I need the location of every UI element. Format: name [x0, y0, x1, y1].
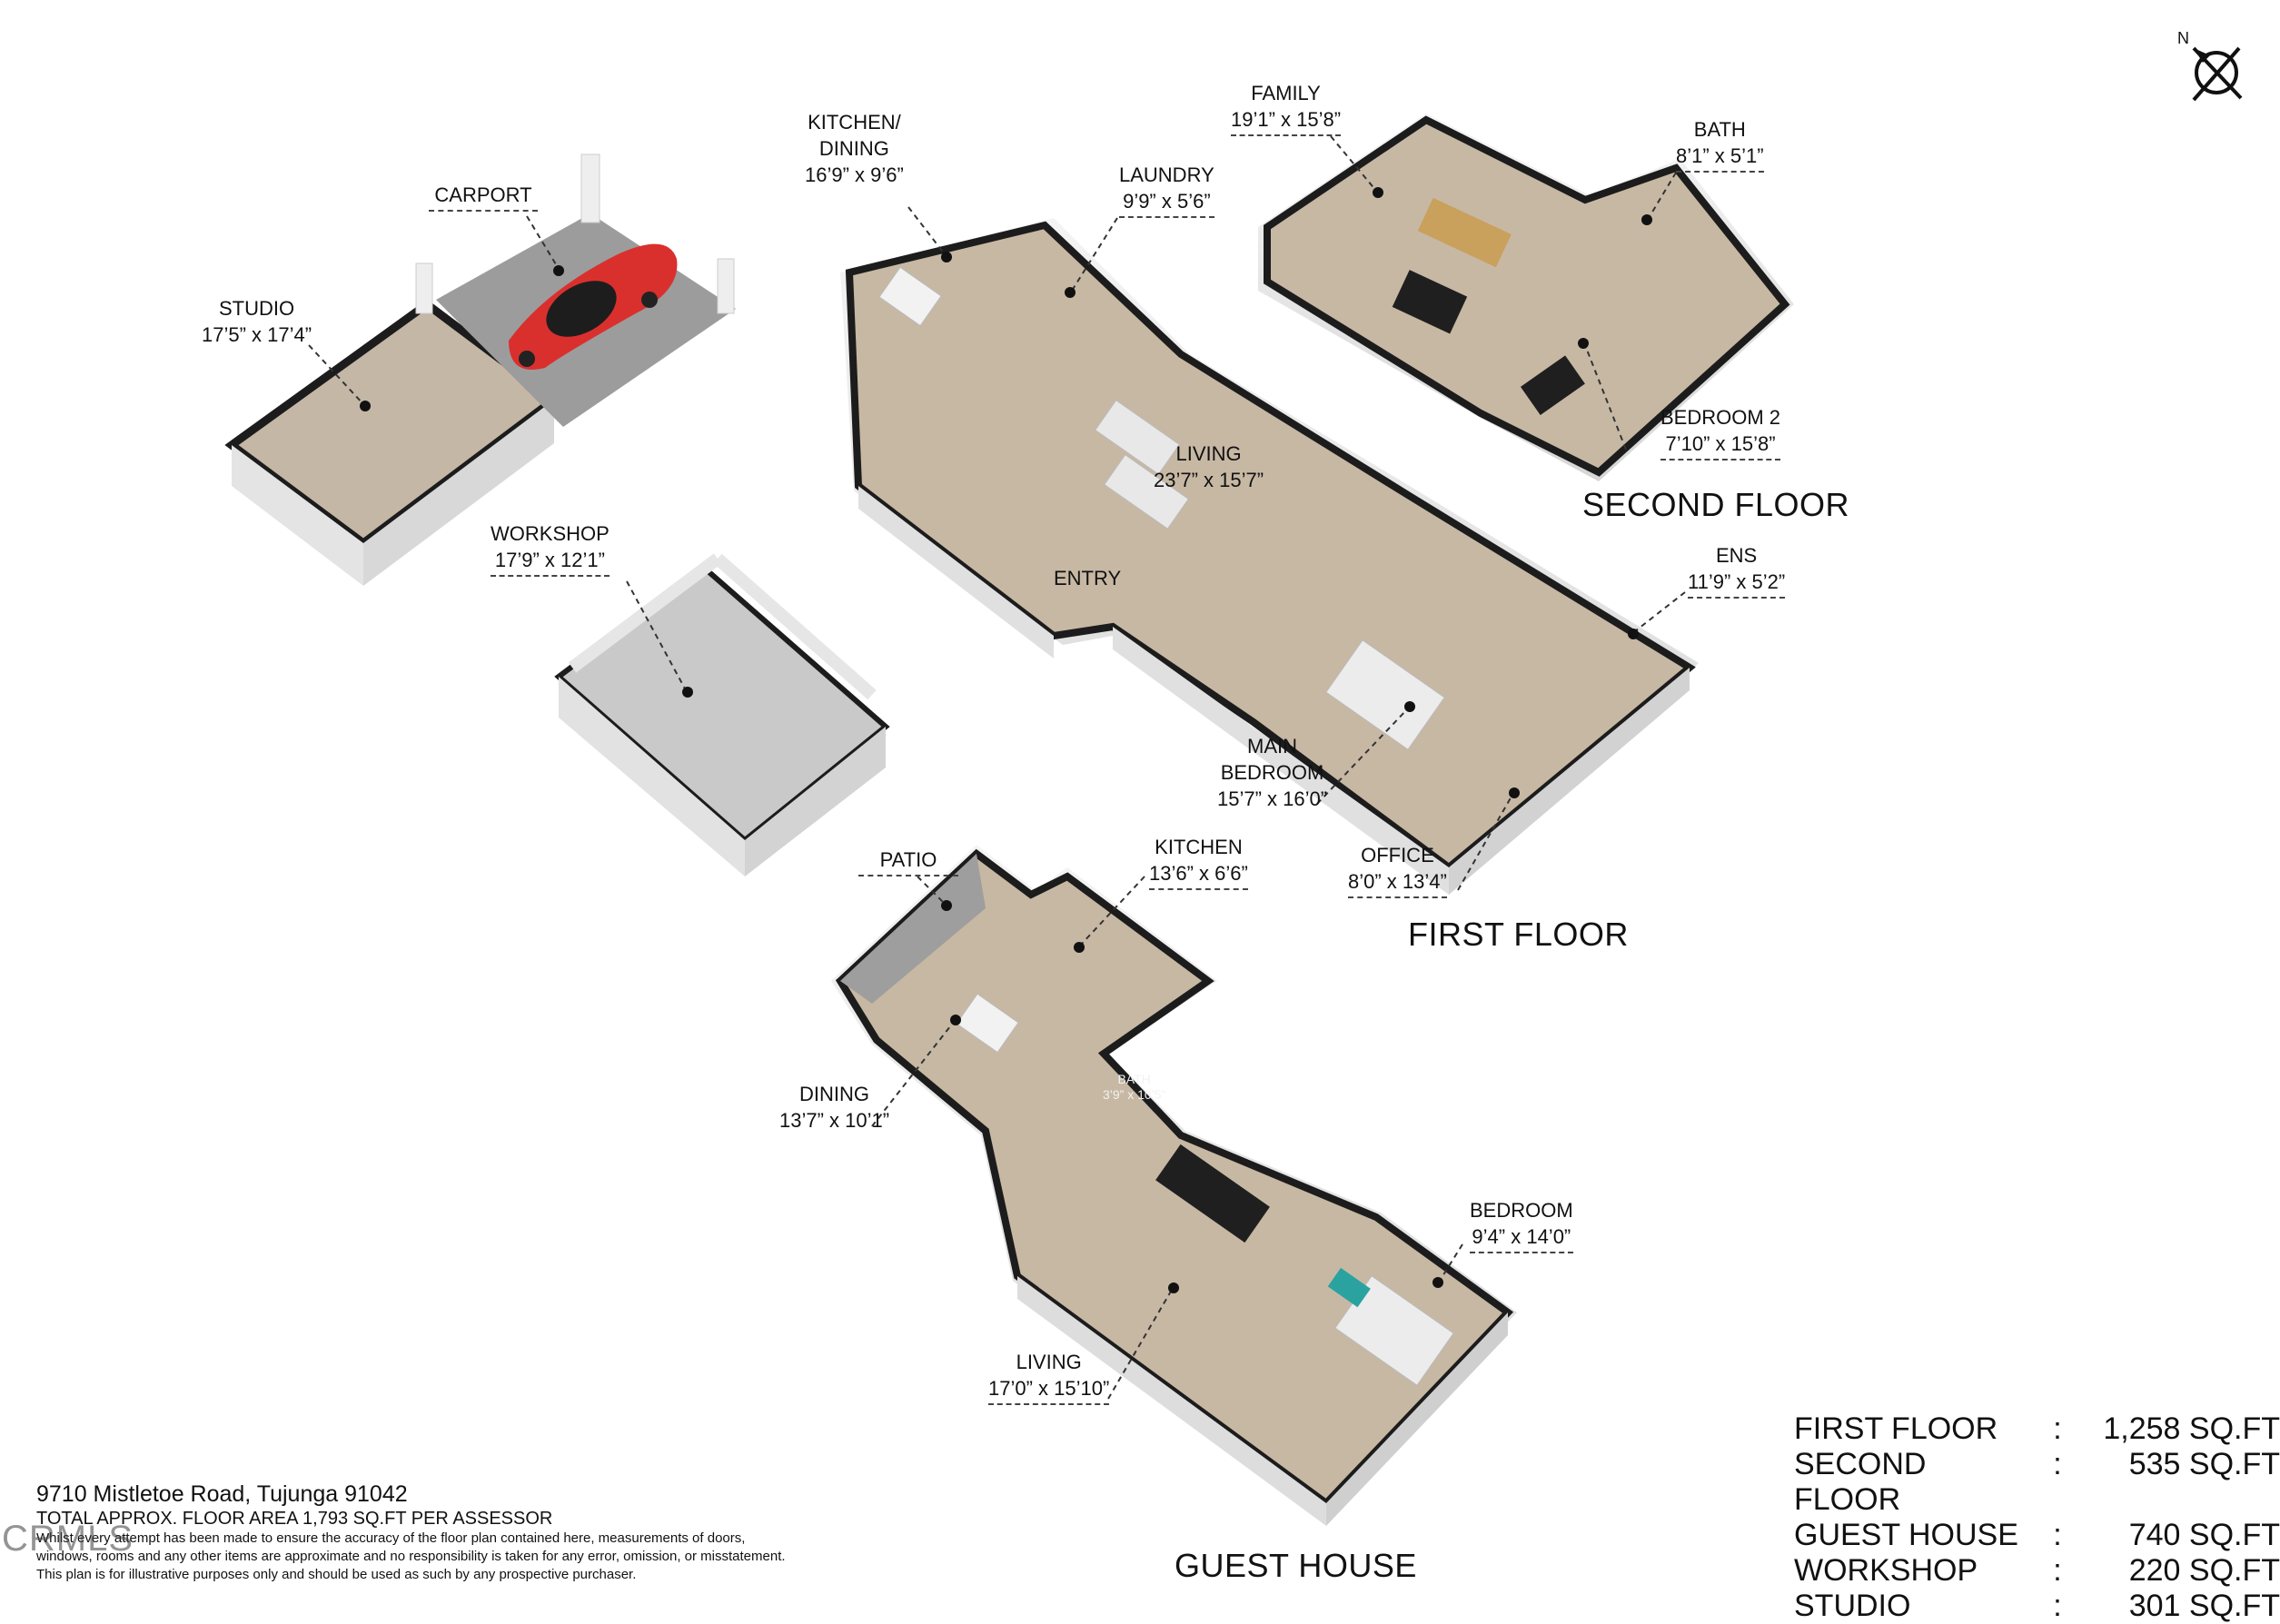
area-row: STUDIO: 301 SQ.FT: [1794, 1589, 2280, 1624]
label-entry: ENTRY: [1054, 567, 1122, 589]
carport-block: [415, 153, 736, 427]
property-address: 9710 Mistletoe Road, Tujunga 91042: [36, 1481, 408, 1507]
compass-north-label: N: [2177, 29, 2189, 47]
label-patio: PATIO: [858, 847, 958, 876]
area-name: WORKSHOP: [1794, 1553, 1978, 1588]
area-sep: :: [2053, 1553, 2062, 1588]
disclaimer-line-3: This plan is for illustrative purposes o…: [36, 1567, 637, 1582]
area-sep: :: [2053, 1447, 2062, 1481]
area-row: GUEST HOUSE: 740 SQ.FT: [1794, 1518, 2280, 1553]
studio-block: [224, 299, 563, 586]
bed-icon: [1325, 639, 1445, 750]
room-dots: [360, 187, 1652, 1293]
footer: 9710 Mistletoe Road, Tujunga 91042 TOTAL…: [36, 1480, 786, 1584]
floor-title-first: FIRST FLOOR: [1408, 916, 1629, 953]
area-value: 740 SQ.FT: [2128, 1518, 2280, 1552]
car-icon: [509, 243, 678, 370]
area-name: SECOND FLOOR: [1794, 1447, 1927, 1517]
leader-lines: [308, 135, 1686, 1400]
area-value: 220 SQ.FT: [2128, 1553, 2280, 1588]
area-sep: :: [2053, 1589, 2062, 1623]
mls-watermark: CRMLS: [2, 1519, 134, 1559]
area-row: FIRST FLOOR: 1,258 SQ.FT: [1794, 1411, 2280, 1447]
area-sep: :: [2053, 1411, 2062, 1446]
area-name: FIRST FLOOR: [1794, 1411, 1998, 1446]
first-floor-block: [840, 218, 1699, 895]
area-row: SECOND FLOOR: 535 SQ.FT: [1794, 1447, 2280, 1518]
disclaimer-line-2: windows, rooms and any other items are a…: [36, 1549, 786, 1564]
guest-house-block: [831, 845, 1517, 1526]
compass-icon: N: [2177, 29, 2243, 102]
area-value: 535 SQ.FT: [2128, 1447, 2280, 1481]
workshop-block: [554, 553, 890, 876]
floor-title-guest: GUEST HOUSE: [1175, 1547, 1417, 1584]
area-name: GUEST HOUSE: [1794, 1518, 2018, 1552]
area-value: 1,258 SQ.FT: [2103, 1411, 2280, 1446]
label-carport: CARPORT: [429, 182, 538, 212]
sofa-icon: [1095, 399, 1190, 530]
floor-title-second: SECOND FLOOR: [1582, 486, 1850, 523]
area-value: 301 SQ.FT: [2128, 1589, 2280, 1623]
area-summary: FIRST FLOOR: 1,258 SQ.FT SECOND FLOOR: 535…: [1794, 1411, 2280, 1624]
area-row: WORKSHOP: 220 SQ.FT: [1794, 1553, 2280, 1589]
total-area-note: TOTAL APPROX. FLOOR AREA 1,793 SQ.FT PER…: [36, 1509, 553, 1529]
area-sep: :: [2053, 1518, 2062, 1552]
disclaimer-line-1: Whilst every attempt has been made to en…: [36, 1530, 746, 1546]
area-name: STUDIO: [1794, 1589, 1911, 1623]
dining-table-icon: [878, 266, 942, 327]
